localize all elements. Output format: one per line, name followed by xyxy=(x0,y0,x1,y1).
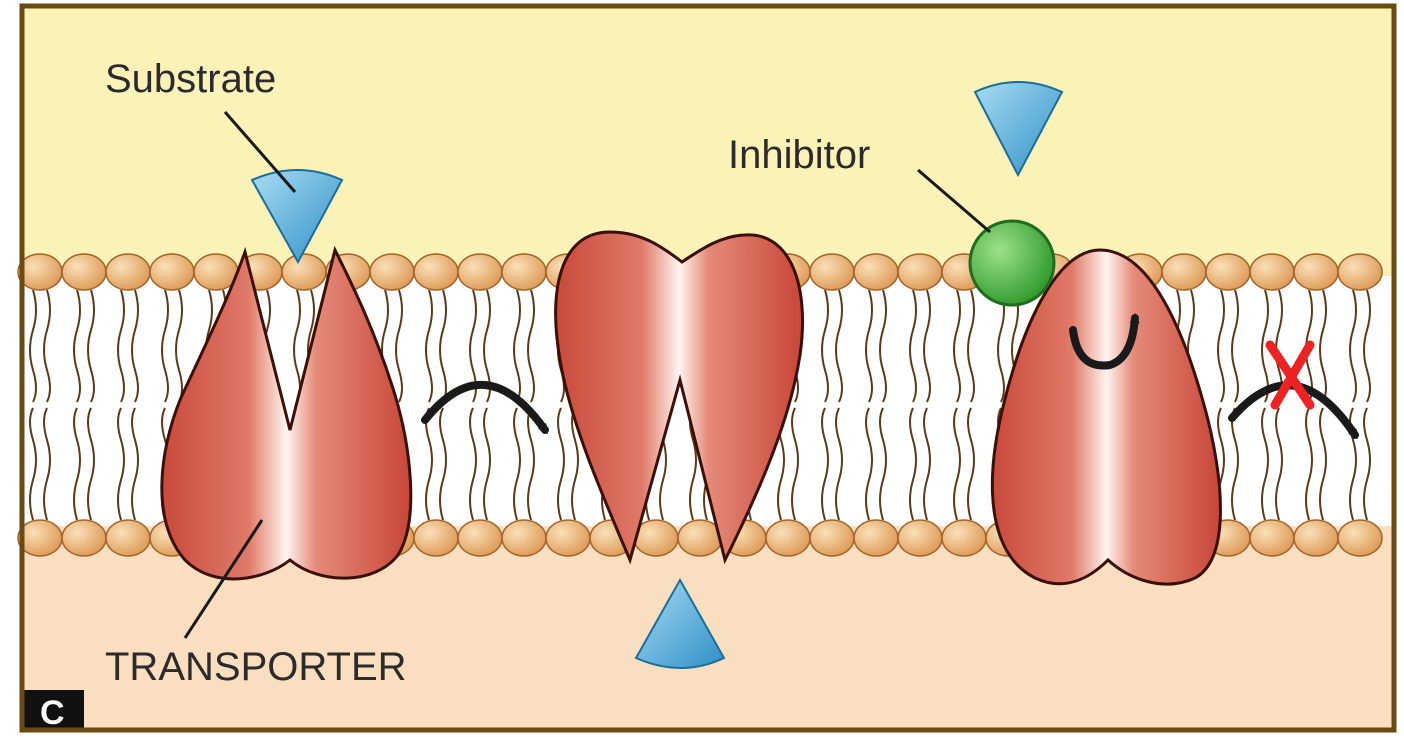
lipid-head xyxy=(1162,254,1206,290)
lipid-head xyxy=(854,254,898,290)
lipid-head xyxy=(62,520,106,556)
lipid-head xyxy=(942,520,986,556)
lipid-head xyxy=(1206,254,1250,290)
lipid-head xyxy=(810,254,854,290)
lipid-head xyxy=(106,254,150,290)
lipid-head xyxy=(458,254,502,290)
lipid-head xyxy=(1294,254,1338,290)
lipid-head xyxy=(810,520,854,556)
inhibitor-icon xyxy=(970,221,1054,305)
lipid-head xyxy=(282,254,326,290)
lipid-head xyxy=(62,254,106,290)
lipid-head xyxy=(1338,254,1382,290)
transporter-label: TRANSPORTER xyxy=(105,645,407,689)
lipid-head xyxy=(414,520,458,556)
lipid-head xyxy=(106,520,150,556)
lipid-head xyxy=(18,254,62,290)
panel-letter: C xyxy=(40,694,65,732)
lipid-head xyxy=(458,520,502,556)
lipid-head xyxy=(150,254,194,290)
lipid-head xyxy=(1338,520,1382,556)
lipid-head xyxy=(18,520,62,556)
inhibitor-label: Inhibitor xyxy=(728,133,870,177)
lipid-head xyxy=(854,520,898,556)
lipid-head xyxy=(414,254,458,290)
outside-region xyxy=(22,6,1394,276)
lipid-head xyxy=(1250,254,1294,290)
lipid-head xyxy=(370,254,414,290)
lipid-head xyxy=(1250,520,1294,556)
lipid-head xyxy=(898,520,942,556)
lipid-head xyxy=(502,520,546,556)
lipid-head xyxy=(898,254,942,290)
substrate-label: Substrate xyxy=(105,57,276,101)
lipid-head xyxy=(1294,520,1338,556)
lipid-head xyxy=(766,520,810,556)
lipid-head xyxy=(502,254,546,290)
lipid-head xyxy=(546,520,590,556)
